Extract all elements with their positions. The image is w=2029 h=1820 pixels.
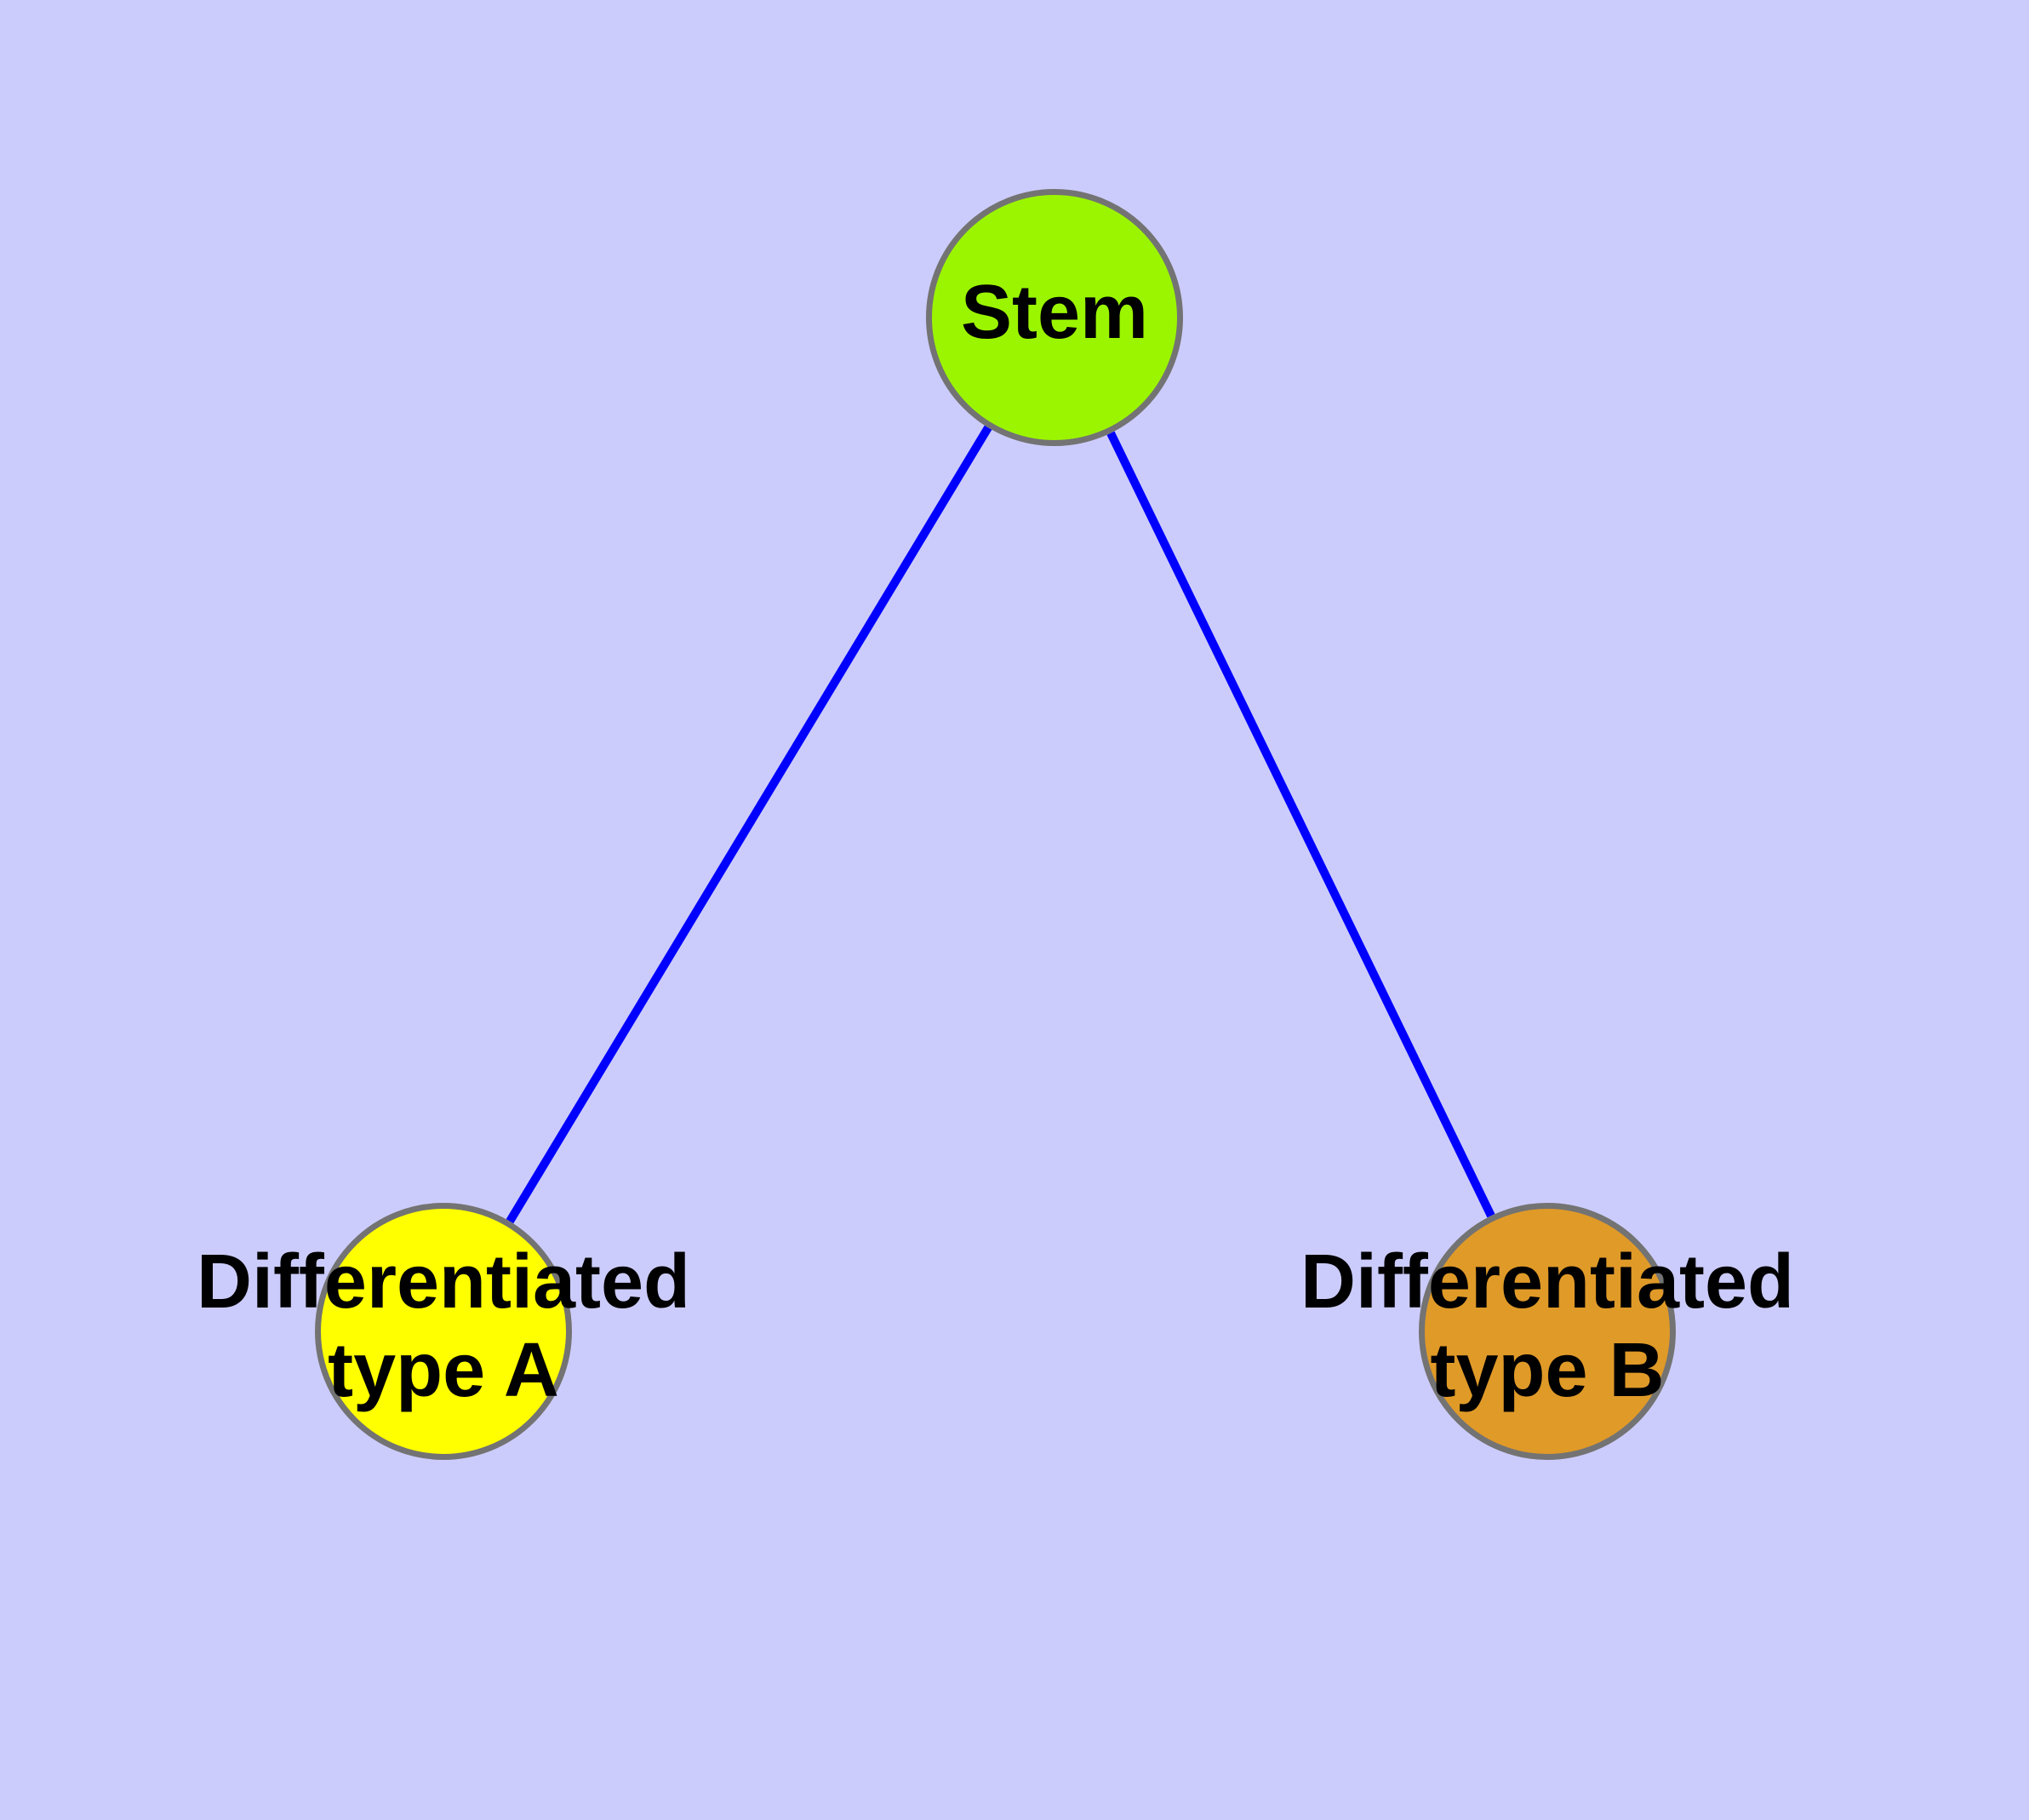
graph-node-label-line: type B bbox=[1430, 1328, 1664, 1413]
graph-node-label-stem: Stem bbox=[961, 270, 1148, 355]
node-layer bbox=[315, 189, 1676, 1460]
graph-node-stem[interactable] bbox=[926, 189, 1183, 446]
graph-node-label-line: Stem bbox=[961, 270, 1148, 355]
graph-edge-stem-to-diff_b bbox=[1106, 431, 1495, 1218]
graph-node-label-line: type A bbox=[328, 1328, 559, 1413]
graph-node-label-line: Differentiated bbox=[1300, 1239, 1794, 1325]
graph-node-label-line: Differentiated bbox=[197, 1239, 690, 1325]
graph-node-diff_b[interactable] bbox=[1419, 1203, 1676, 1460]
graph-edge-stem-to-diff_a bbox=[506, 425, 992, 1224]
edge-layer bbox=[506, 425, 1495, 1224]
graph-node-diff_a[interactable] bbox=[315, 1203, 572, 1460]
